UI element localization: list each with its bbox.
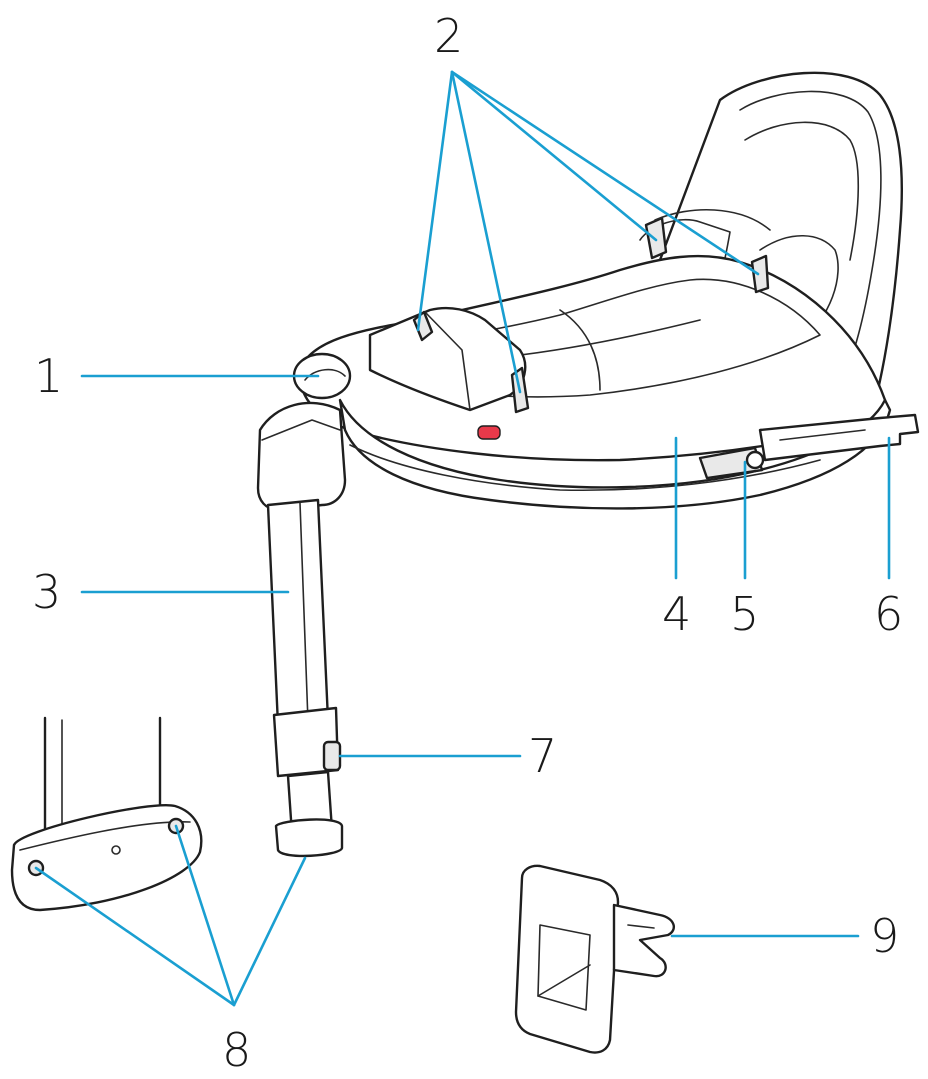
leader-8c (232, 856, 307, 1007)
callout-numbers: 1 2 3 4 5 6 7 8 9 (32, 9, 903, 1077)
callout-5: 5 (730, 587, 759, 641)
seat-backrest-padding (744, 121, 860, 261)
callout-2: 2 (434, 9, 463, 63)
isofix-slot (779, 429, 866, 441)
indicator-window (477, 425, 501, 440)
leg-top-housing-face (261, 419, 341, 441)
leg-tube-highlight (299, 502, 309, 723)
clip-plate (514, 864, 620, 1054)
callout-8: 8 (222, 1023, 251, 1077)
callout-3: 3 (32, 565, 61, 619)
leader-2c (450, 70, 658, 242)
clip-plate-diagonal (537, 964, 591, 997)
leader-lines (34, 70, 891, 1007)
seat-shell-outer (298, 254, 887, 462)
guide-clip-rear-left (644, 216, 668, 260)
clip-plate-window (537, 924, 591, 1011)
clip-accessory-illustration (514, 864, 676, 1054)
clip-prong (612, 903, 676, 978)
leader-2a (416, 70, 454, 332)
leader-2b (450, 70, 522, 394)
callout-6: 6 (874, 587, 903, 641)
seat-base-illustration (292, 71, 920, 510)
leg-tube (266, 498, 330, 727)
isofix-connector-arm (758, 413, 920, 462)
leader-8b (174, 824, 236, 1007)
seat-cushion (379, 278, 821, 398)
guide-clip-rear-right (750, 254, 770, 294)
callout-7: 7 (528, 729, 557, 783)
seat-cushion-groove-2 (559, 309, 601, 391)
leg-top-housing (256, 401, 347, 512)
seat-backrest-inner (739, 90, 882, 396)
callout-4: 4 (662, 587, 691, 641)
inset-foot-screw (111, 845, 121, 855)
leader-8a (34, 866, 236, 1007)
callout-1: 1 (34, 349, 63, 403)
seat-front-block-edge (424, 311, 471, 411)
callout-9: 9 (870, 909, 899, 963)
rotation-knob-detail (304, 368, 346, 381)
clip-prong-notch (627, 924, 655, 929)
base-lower-groove (349, 444, 821, 492)
foot-detail-inset (10, 716, 203, 912)
leg-foot (274, 818, 344, 858)
seat-top-bar (654, 208, 771, 231)
release-button-knob (745, 450, 765, 470)
release-button (698, 446, 764, 480)
support-leg-illustration (256, 401, 347, 858)
leader-2d (450, 70, 760, 276)
leg-adjust-button (322, 740, 342, 772)
